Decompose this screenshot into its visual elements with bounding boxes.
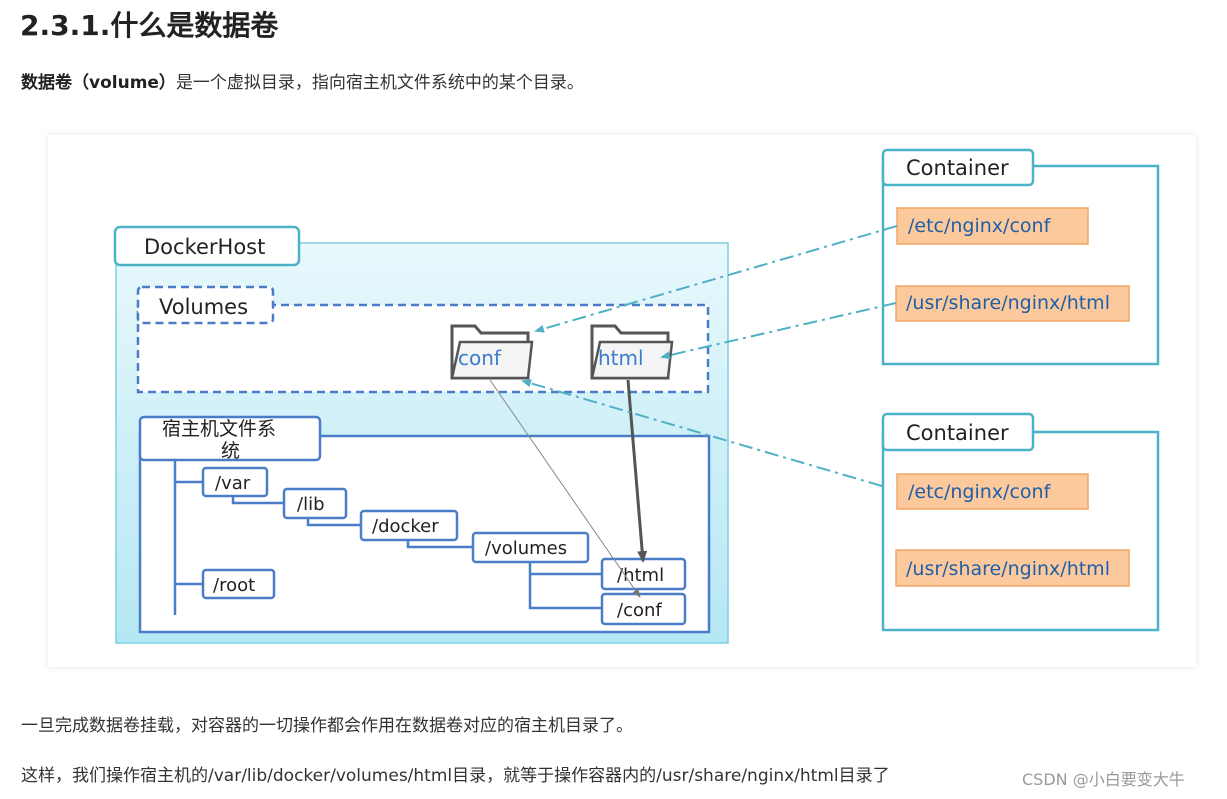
tree-node-conf-label: /conf [617, 600, 662, 621]
tree-node-var [201, 466, 269, 498]
intro-bold-term: 数据卷（volume） [21, 73, 176, 93]
tree-node-volumes-label: /volumes [485, 538, 567, 559]
docker-host-label: DockerHost [144, 235, 265, 259]
section-heading: 2.3.1.什么是数据卷 [20, 9, 279, 42]
container-2: Container /etc/nginx/conf /usr/share/ngi… [881, 412, 1160, 632]
volumes-area: Volumes conf html [136, 285, 710, 394]
container-1-conf-path-box [896, 207, 1089, 245]
tree-node-root [201, 568, 276, 600]
container-1: Container /etc/nginx/conf /usr/share/ngi… [881, 148, 1160, 366]
host-filesystem-label-box [138, 415, 322, 462]
tree-node-volumes [471, 531, 590, 564]
mount-arrow-c1-conf [534, 225, 898, 333]
mount-arrow-c2-conf [521, 379, 883, 487]
tree-node-lib-label: /lib [297, 494, 325, 515]
container-1-box [881, 164, 1160, 366]
conf-folder-label: conf [458, 346, 502, 370]
tree-node-var-label: /var [215, 473, 251, 494]
mount-effect-paragraph: 一旦完成数据卷挂载，对容器的一切操作都会作用在数据卷对应的宿主机目录了。 [21, 716, 633, 736]
volumes-label: Volumes [159, 295, 248, 319]
mount-example-paragraph: 这样，我们操作宿主机的/var/lib/docker/volumes/html目… [21, 766, 890, 786]
host-filesystem-area: 宿主机文件系 统 /var /lib /docker /volumes /htm… [138, 415, 711, 634]
html-volume-to-host-arrow [626, 379, 648, 563]
host-filesystem-label-line1: 宿主机文件系 [162, 418, 276, 440]
mount-arrow-c1-html [660, 302, 897, 360]
container-2-html-path-box [895, 549, 1130, 587]
container-2-conf-path-box [896, 473, 1089, 510]
tree-connectors [173, 460, 602, 615]
csdn-watermark: CSDN @小白要变大牛 [1022, 770, 1185, 789]
tree-node-html-label: /html [617, 565, 664, 586]
volumes-label-box [136, 285, 275, 325]
tree-node-root-label: /root [213, 575, 255, 596]
tree-node-conf [600, 592, 687, 626]
tree-node-docker [359, 509, 459, 542]
container-2-conf-path: /etc/nginx/conf [908, 481, 1052, 503]
host-filesystem-label-line2: 统 [221, 440, 240, 462]
container-mount-arrows [521, 225, 898, 487]
conf-volume-to-host-arrow [489, 379, 641, 598]
html-folder-label: html [598, 346, 644, 370]
intro-paragraph: 数据卷（volume）是一个虚拟目录，指向宿主机文件系统中的某个目录。 [21, 68, 584, 93]
docker-host-label-box [113, 225, 301, 267]
html-folder-icon [590, 324, 674, 380]
intro-text: 是一个虚拟目录，指向宿主机文件系统中的某个目录。 [175, 73, 584, 93]
container-1-conf-path: /etc/nginx/conf [908, 215, 1052, 237]
container-2-html-path: /usr/share/nginx/html [906, 558, 1110, 580]
container-1-html-path: /usr/share/nginx/html [906, 292, 1110, 314]
container-2-title-box [881, 412, 1035, 452]
tree-node-lib [282, 487, 348, 520]
container-2-title: Container [906, 421, 1009, 445]
container-1-html-path-box [895, 285, 1130, 322]
container-2-box [881, 430, 1160, 632]
container-1-title: Container [906, 156, 1009, 180]
container-1-title-box [881, 148, 1035, 187]
conf-folder-icon [450, 324, 534, 380]
tree-node-docker-label: /docker [372, 516, 439, 537]
